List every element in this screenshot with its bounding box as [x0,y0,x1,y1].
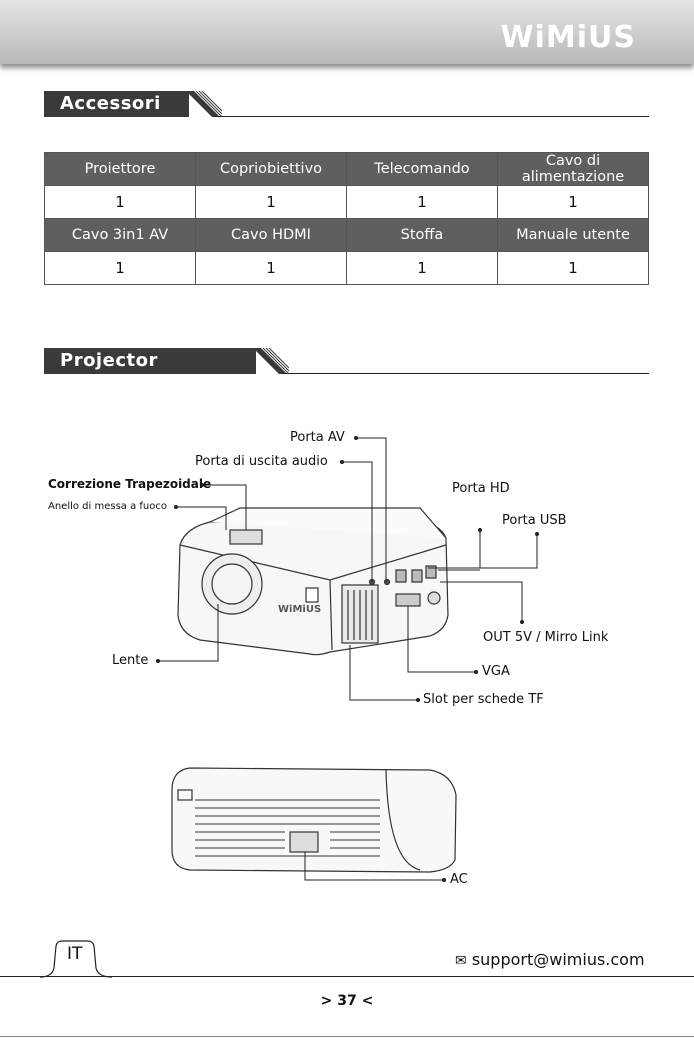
table-cell: 1 [346,185,498,219]
support-email-text: support@wimius.com [471,950,645,969]
label-out5v: OUT 5V / Mirro Link [483,630,609,645]
label-porta-av: Porta AV [290,430,345,445]
accessories-title: Accessori [44,91,189,117]
table-cell: 1 [44,251,196,285]
table-row: Proiettore Copriobiettivo Telecomando Ca… [44,152,649,186]
hatch-decoration [253,348,289,374]
table-cell: 1 [346,251,498,285]
label-ac: AC [450,872,468,887]
hatch-decoration [186,91,222,117]
table-header-cell: Cavo 3in1 AV [44,218,196,252]
callout-line-ac [304,852,444,881]
table-header-cell: Telecomando [346,152,498,186]
page-header: WiMiUS [0,0,694,64]
support-email[interactable]: ✉ support@wimius.com [455,950,645,969]
table-header-cell: Proiettore [44,152,196,186]
table-header-cell: Cavo HDMI [195,218,347,252]
structure-section-header: Projector Structure [44,348,649,397]
table-header-cell: Cavo di alimentazione [497,152,649,186]
section-rule [282,373,649,374]
structure-title: Projector Structure [44,348,256,397]
section-rule [214,116,649,117]
table-cell: 1 [195,185,347,219]
table-cell: 1 [195,251,347,285]
brand-logo: WiMiUS [500,20,636,55]
accessories-table: Proiettore Copriobiettivo Telecomando Ca… [44,152,649,285]
table-row: 1 1 1 1 [44,185,649,219]
table-header-cell: Copriobiettivo [195,152,347,186]
footer-rule [0,976,694,977]
label-tf-slot: Slot per schede TF [423,692,544,707]
table-header-cell: Manuale utente [497,218,649,252]
language-tab-shape [40,940,112,978]
label-vga: VGA [482,664,510,679]
label-porta-audio: Porta di uscita audio [195,454,328,469]
label-porta-hd: Porta HD [452,481,510,496]
language-tab: IT [67,944,83,964]
page-number: > 37 < [320,993,374,1009]
table-cell: 1 [44,185,196,219]
envelope-icon: ✉ [455,953,467,969]
table-row: Cavo 3in1 AV Cavo HDMI Stoffa Manuale ut… [44,218,649,252]
label-lente: Lente [112,653,149,668]
accessories-section-header: Accessori [44,91,649,117]
table-header-cell: Stoffa [346,218,498,252]
callout-lines [158,437,538,701]
label-porta-usb: Porta USB [502,513,567,528]
callout-dots [156,436,539,702]
projector-diagram: WiMiUS [156,436,539,882]
table-cell: 1 [497,251,649,285]
projector-logo: WiMiUS [278,604,321,615]
projector-front-view [177,507,449,656]
table-cell: 1 [497,185,649,219]
table-row: 1 1 1 1 [44,251,649,285]
label-keystone: Correzione Trapezoidale [48,477,212,491]
projector-rear-view [171,767,457,873]
bottom-rule [0,1036,694,1037]
label-focus: Anello di messa a fuoco [48,501,168,512]
